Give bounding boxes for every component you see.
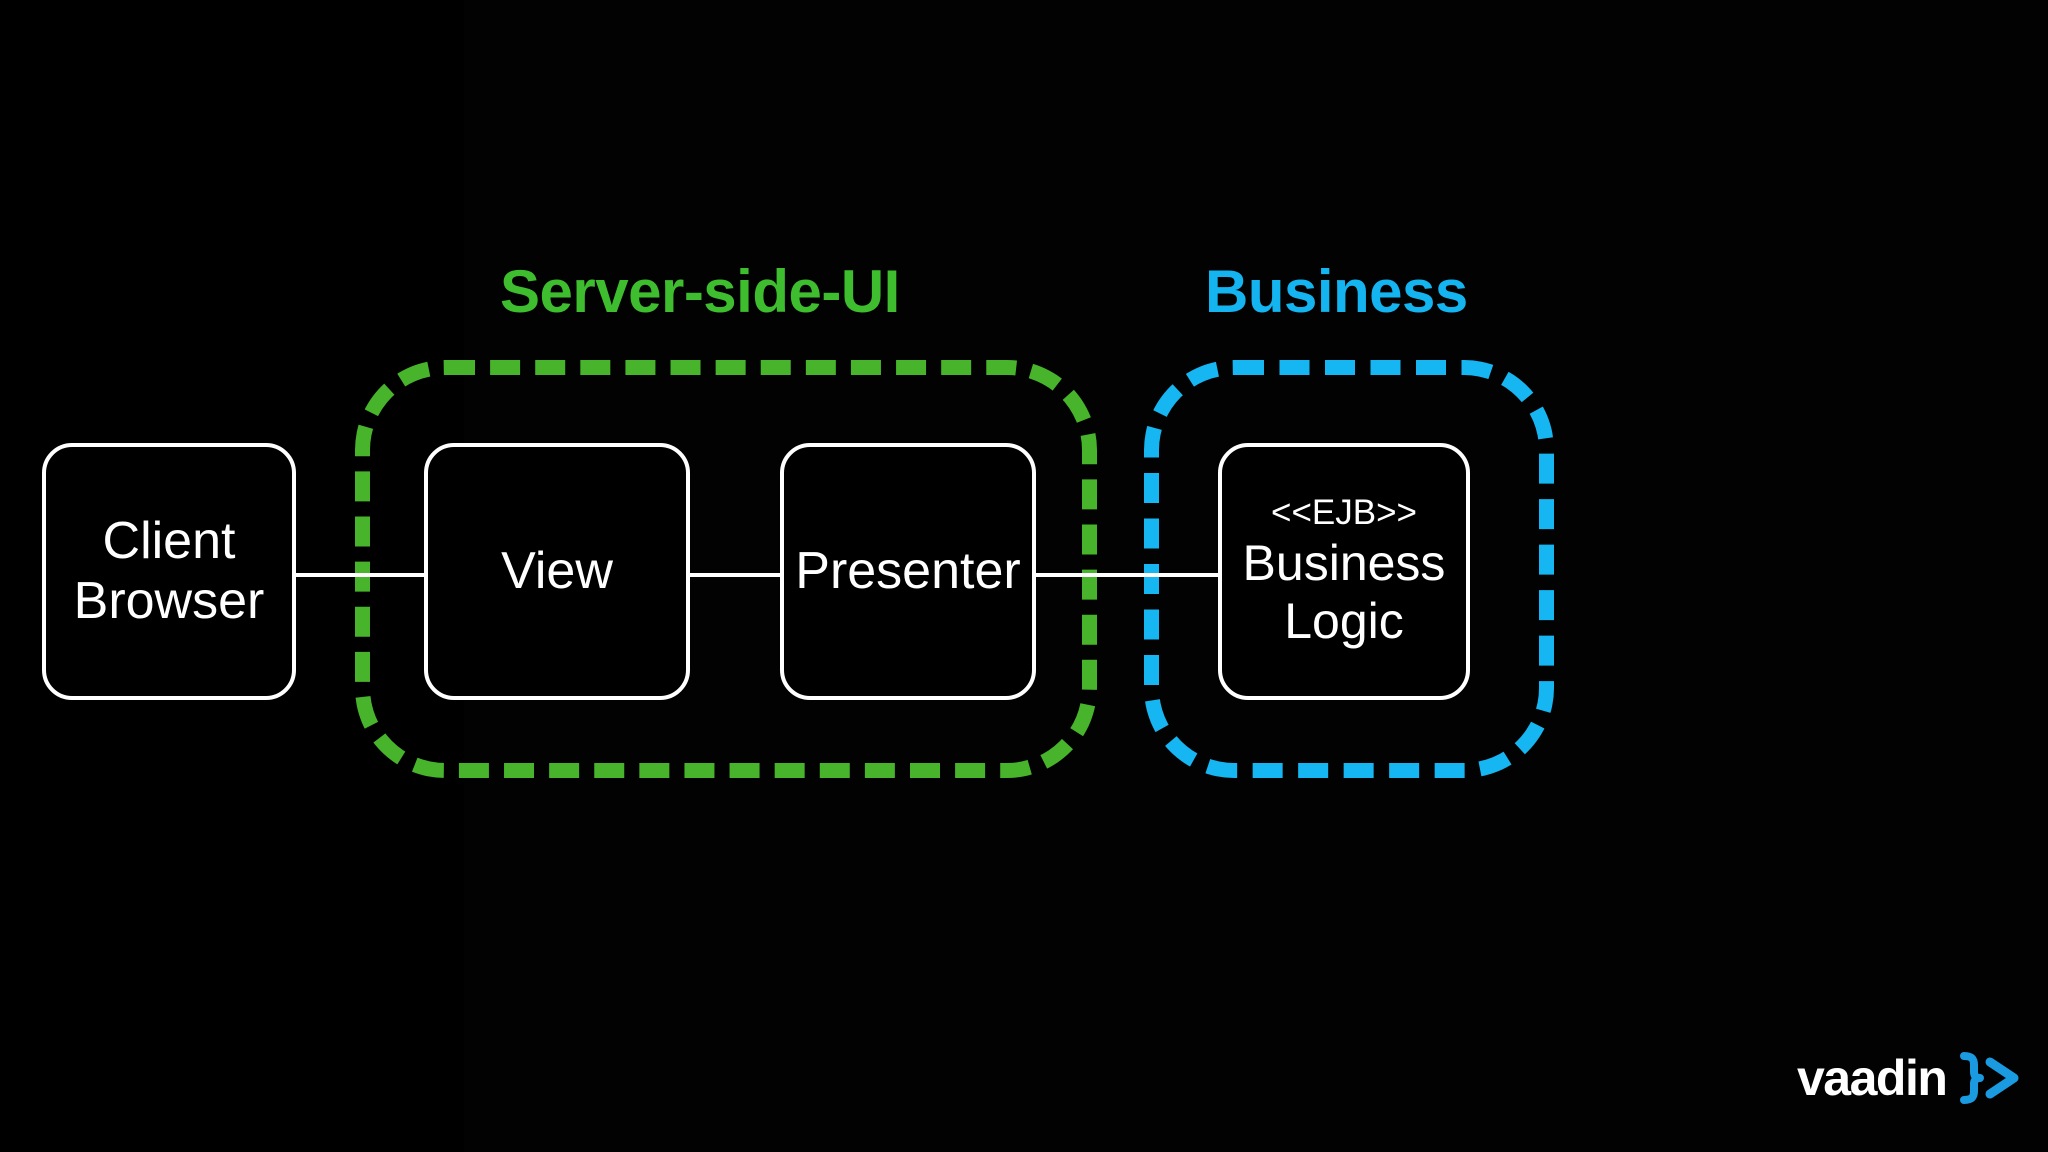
connector-presenter-to-business-logic <box>1033 573 1220 577</box>
connector-view-to-presenter <box>688 573 782 577</box>
node-label-line: Browser <box>73 571 265 630</box>
node-label-line: Client <box>102 511 236 570</box>
node-business-logic[interactable]: <<EJB>> Business Logic <box>1218 443 1470 700</box>
node-label-line: Presenter <box>795 541 1021 600</box>
vaadin-wordmark: vaadin <box>1797 1050 1948 1106</box>
group-label-business: Business <box>1205 258 1468 325</box>
connector-client-browser-to-view <box>293 573 427 577</box>
node-stereotype-ejb: <<EJB>> <box>1271 492 1417 532</box>
group-region-server-side-ui <box>355 360 1097 778</box>
vaadin-logo: vaadin <box>1797 1050 2022 1106</box>
node-presenter[interactable]: Presenter <box>780 443 1036 700</box>
node-view[interactable]: View <box>424 443 690 700</box>
node-label-line: Business <box>1242 535 1446 592</box>
node-client-browser[interactable]: Client Browser <box>42 443 296 700</box>
vaadin-brace-arrow-icon <box>1960 1052 2019 1104</box>
group-label-server-side-ui: Server-side-UI <box>500 258 900 325</box>
node-label-line: View <box>501 541 613 600</box>
node-label-line: Logic <box>1284 592 1404 649</box>
group-region-business <box>1144 360 1554 778</box>
